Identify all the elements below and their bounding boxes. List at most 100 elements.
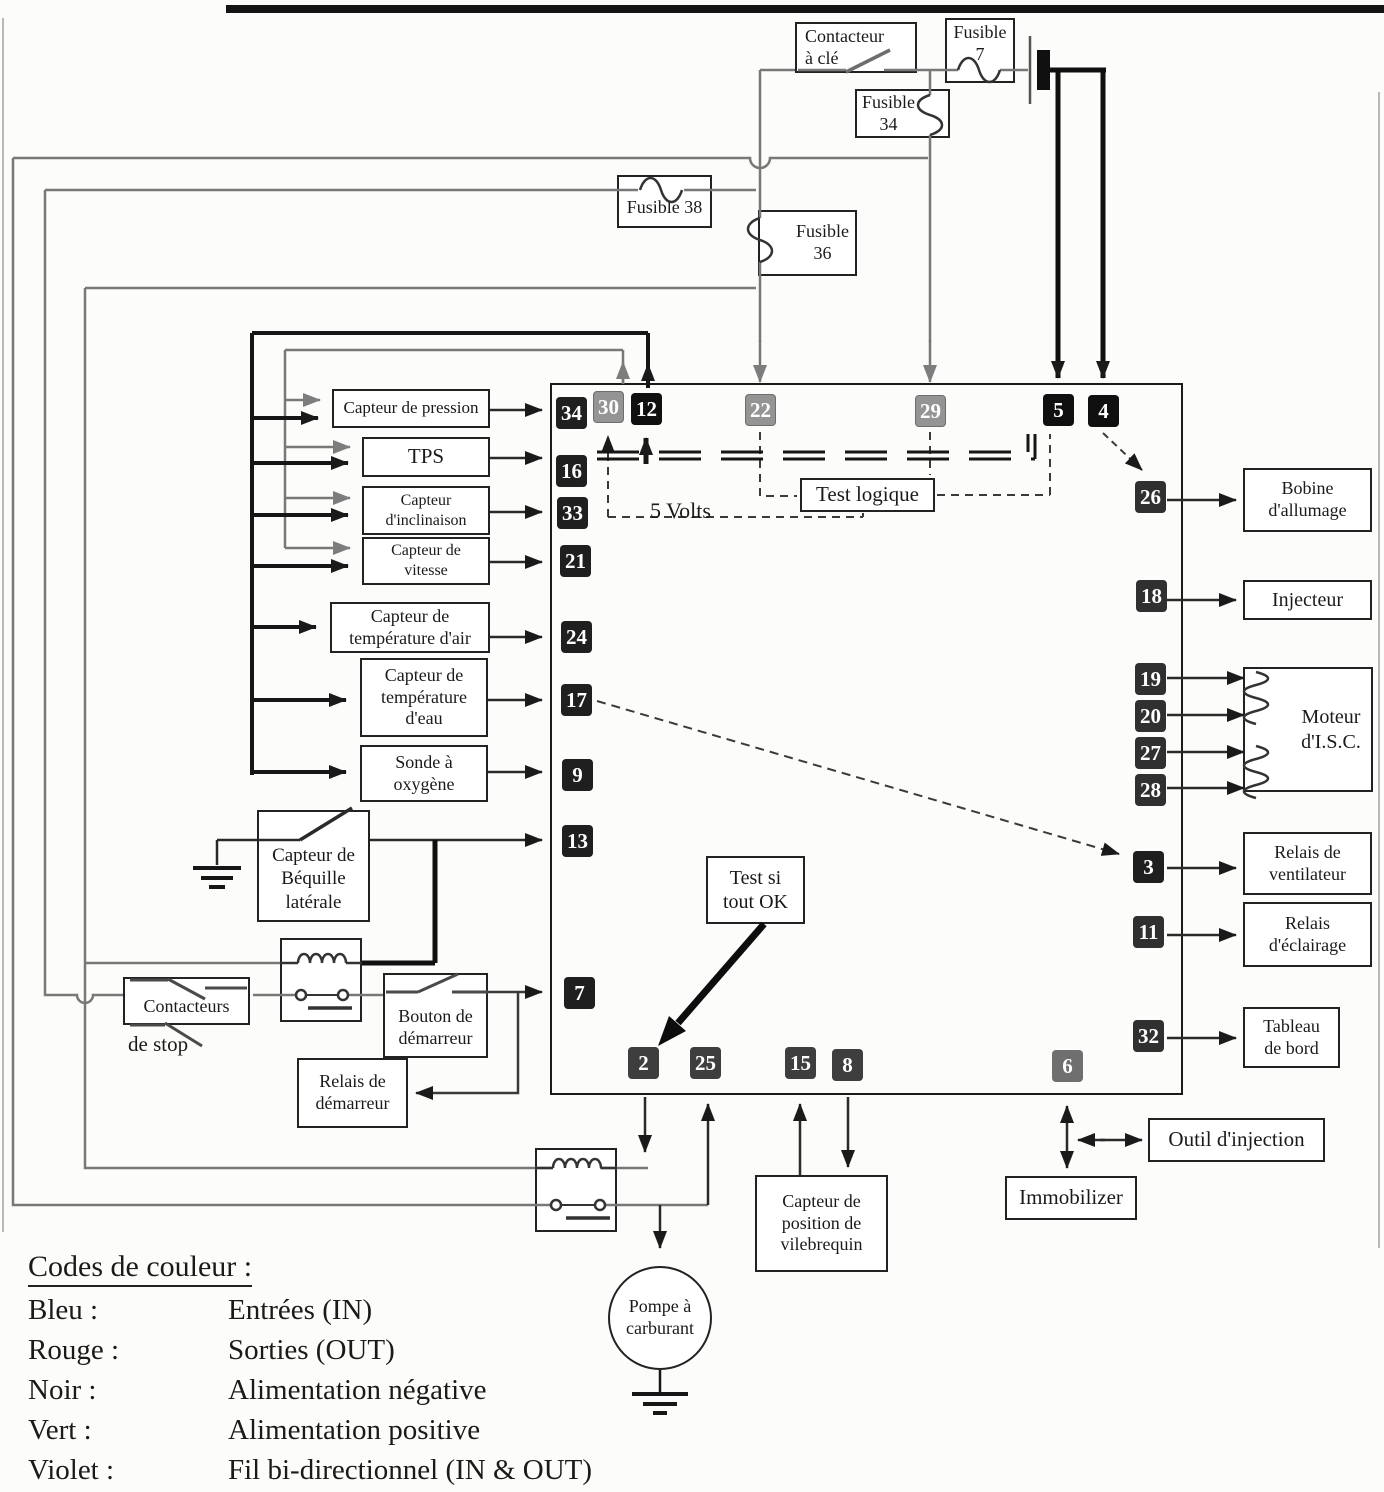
tps-label: TPS	[407, 444, 445, 469]
test-si-tout-ok-box: Test si tout OK	[706, 856, 805, 924]
legend-color-vert: Vert :	[28, 1414, 92, 1446]
start-button-switch-icon	[386, 972, 488, 994]
start-relay-contact-icon	[294, 988, 352, 1010]
bequille-circuit-wires	[215, 806, 543, 865]
pin-5: 5	[1043, 394, 1074, 426]
relais-demarreur-label: Relais de démarreur	[315, 1071, 390, 1113]
moteur-isc-box: Moteur d'I.S.C.	[1243, 667, 1373, 792]
legend-row-vert: Vert : Alimentation positive	[28, 1414, 592, 1447]
ecu-internal-dashed-wires	[596, 432, 1143, 856]
bouton-demarreur-label: Bouton de démarreur	[398, 1005, 473, 1048]
test-logique-label: Test logique	[816, 482, 919, 507]
pump-relay-contact-icon	[549, 1198, 610, 1220]
pin-27: 27	[1135, 737, 1166, 769]
fusible-36-box: Fusible 36	[758, 210, 857, 276]
pin-16: 16	[556, 455, 587, 487]
pin-4: 4	[1088, 395, 1119, 427]
negative-rail-wires	[250, 331, 655, 779]
ecu-box	[550, 383, 1183, 1095]
pin-34: 34	[556, 397, 587, 429]
legend-meaning-violet: Fil bi-directionnel (IN & OUT)	[228, 1454, 593, 1486]
pin-17: 17	[561, 684, 592, 716]
pin-19: 19	[1135, 663, 1166, 695]
legend-row-violet: Violet : Fil bi-directionnel (IN & OUT)	[28, 1454, 592, 1487]
main-supply-wires	[1047, 67, 1110, 379]
stop-switch-icons	[130, 977, 247, 1048]
pin-8: 8	[832, 1049, 863, 1081]
ecu-ground-bus	[597, 434, 1037, 464]
pin-32: 32	[1133, 1020, 1164, 1052]
relais-eclairage-box: Relais d'éclairage	[1243, 902, 1372, 967]
capteur-pression-label: Capteur de pression	[343, 398, 479, 418]
outil-injection-box: Outil d'injection	[1148, 1118, 1325, 1162]
bobine-allumage-box: Bobine d'allumage	[1243, 468, 1372, 532]
pump-relay-coil-icon	[535, 1157, 617, 1170]
capteur-vilebrequin-box: Capteur de position de vilebrequin	[755, 1175, 888, 1272]
relais-eclairage-label: Relais d'éclairage	[1268, 912, 1347, 955]
capteur-temp-air-label: Capteur de température d'air	[349, 605, 471, 648]
pin-30: 30	[593, 391, 624, 423]
legend-meaning-rouge: Sorties (OUT)	[228, 1334, 395, 1366]
test-ok-arrow	[658, 921, 767, 1046]
contacteurs-stop-sublabel: de stop	[128, 1032, 189, 1056]
immobilizer-label: Immobilizer	[1019, 1185, 1123, 1210]
outil-injection-label: Outil d'injection	[1168, 1127, 1305, 1152]
power-rail-arrows	[285, 340, 937, 555]
pin-24: 24	[561, 621, 592, 653]
pompe-carburant-circle: Pompe à carburant	[608, 1266, 712, 1370]
legend-row-rouge: Rouge : Sorties (OUT)	[28, 1334, 592, 1367]
contacteur-cle-box: Contacteur à clé	[795, 22, 917, 73]
contacteurs-stop-box: Contacteurs	[123, 977, 250, 1025]
legend-color-bleu: Bleu :	[28, 1294, 99, 1326]
fusible-34-box: Fusible 34	[855, 89, 950, 138]
legend-color-violet: Violet :	[28, 1454, 115, 1486]
contacteur-cle-label: Contacteur à clé	[805, 25, 884, 68]
pin-28: 28	[1135, 774, 1166, 806]
capteur-inclinaison-box: Capteur d'inclinaison	[362, 486, 490, 535]
bouton-demarreur-box: Bouton de démarreur	[383, 973, 488, 1058]
isc-coil-icons	[1242, 670, 1270, 800]
pin-18: 18	[1136, 580, 1167, 612]
capteur-bequille-box: Capteur de Béquille latérale	[257, 810, 370, 922]
capteur-bequille-label: Capteur de Béquille latérale	[272, 845, 355, 913]
bequille-to-relay-thick-wire	[362, 840, 438, 966]
pin-20: 20	[1135, 700, 1166, 732]
legend-row-noir: Noir : Alimentation négative	[28, 1374, 592, 1407]
pin-12: 12	[631, 393, 662, 425]
pin-6: 6	[1052, 1050, 1083, 1082]
tps-box: TPS	[362, 437, 490, 477]
pin-3: 3	[1133, 851, 1164, 883]
tableau-bord-box: Tableau de bord	[1243, 1007, 1340, 1068]
fusible-7-label: Fusible 7	[953, 22, 1007, 64]
pompe-carburant-label: Pompe à carburant	[626, 1296, 694, 1338]
bottom-wires	[638, 1097, 1143, 1249]
color-code-legend: Codes de couleur : Bleu : Entrées (IN) R…	[28, 1250, 592, 1487]
battery-icon	[1028, 36, 1050, 104]
legend-color-rouge: Rouge :	[28, 1334, 120, 1366]
start-circuit-wires	[415, 985, 543, 1100]
test-logique-box: Test logique	[800, 478, 935, 512]
immobilizer-box: Immobilizer	[1005, 1176, 1137, 1220]
fuse-icons	[638, 56, 1002, 264]
capteur-pression-box: Capteur de pression	[332, 389, 490, 428]
legend-meaning-bleu: Entrées (IN)	[228, 1294, 373, 1326]
pin-21: 21	[560, 545, 591, 577]
fusible-36-label: Fusible 36	[795, 221, 849, 263]
pin-7: 7	[564, 977, 595, 1009]
output-wires	[1167, 493, 1245, 1045]
bobine-allumage-label: Bobine d'allumage	[1268, 478, 1347, 520]
pin-26: 26	[1135, 481, 1166, 513]
pin-33: 33	[557, 497, 588, 529]
ground-icon	[193, 866, 241, 889]
fusible-34-label: Fusible 34	[861, 91, 915, 134]
capteur-inclinaison-label: Capteur d'inclinaison	[385, 491, 467, 529]
legend-title: Codes de couleur :	[28, 1250, 253, 1287]
capteur-vitesse-label: Capteur de vitesse	[391, 542, 461, 579]
pin-2: 2	[628, 1047, 659, 1079]
tableau-bord-label: Tableau de bord	[1263, 1015, 1320, 1058]
pin-15: 15	[785, 1047, 816, 1079]
pin-11: 11	[1133, 916, 1164, 948]
sonde-oxygene-label: Sonde à oxygène	[393, 751, 455, 794]
pump-ground-icon	[632, 1370, 688, 1415]
